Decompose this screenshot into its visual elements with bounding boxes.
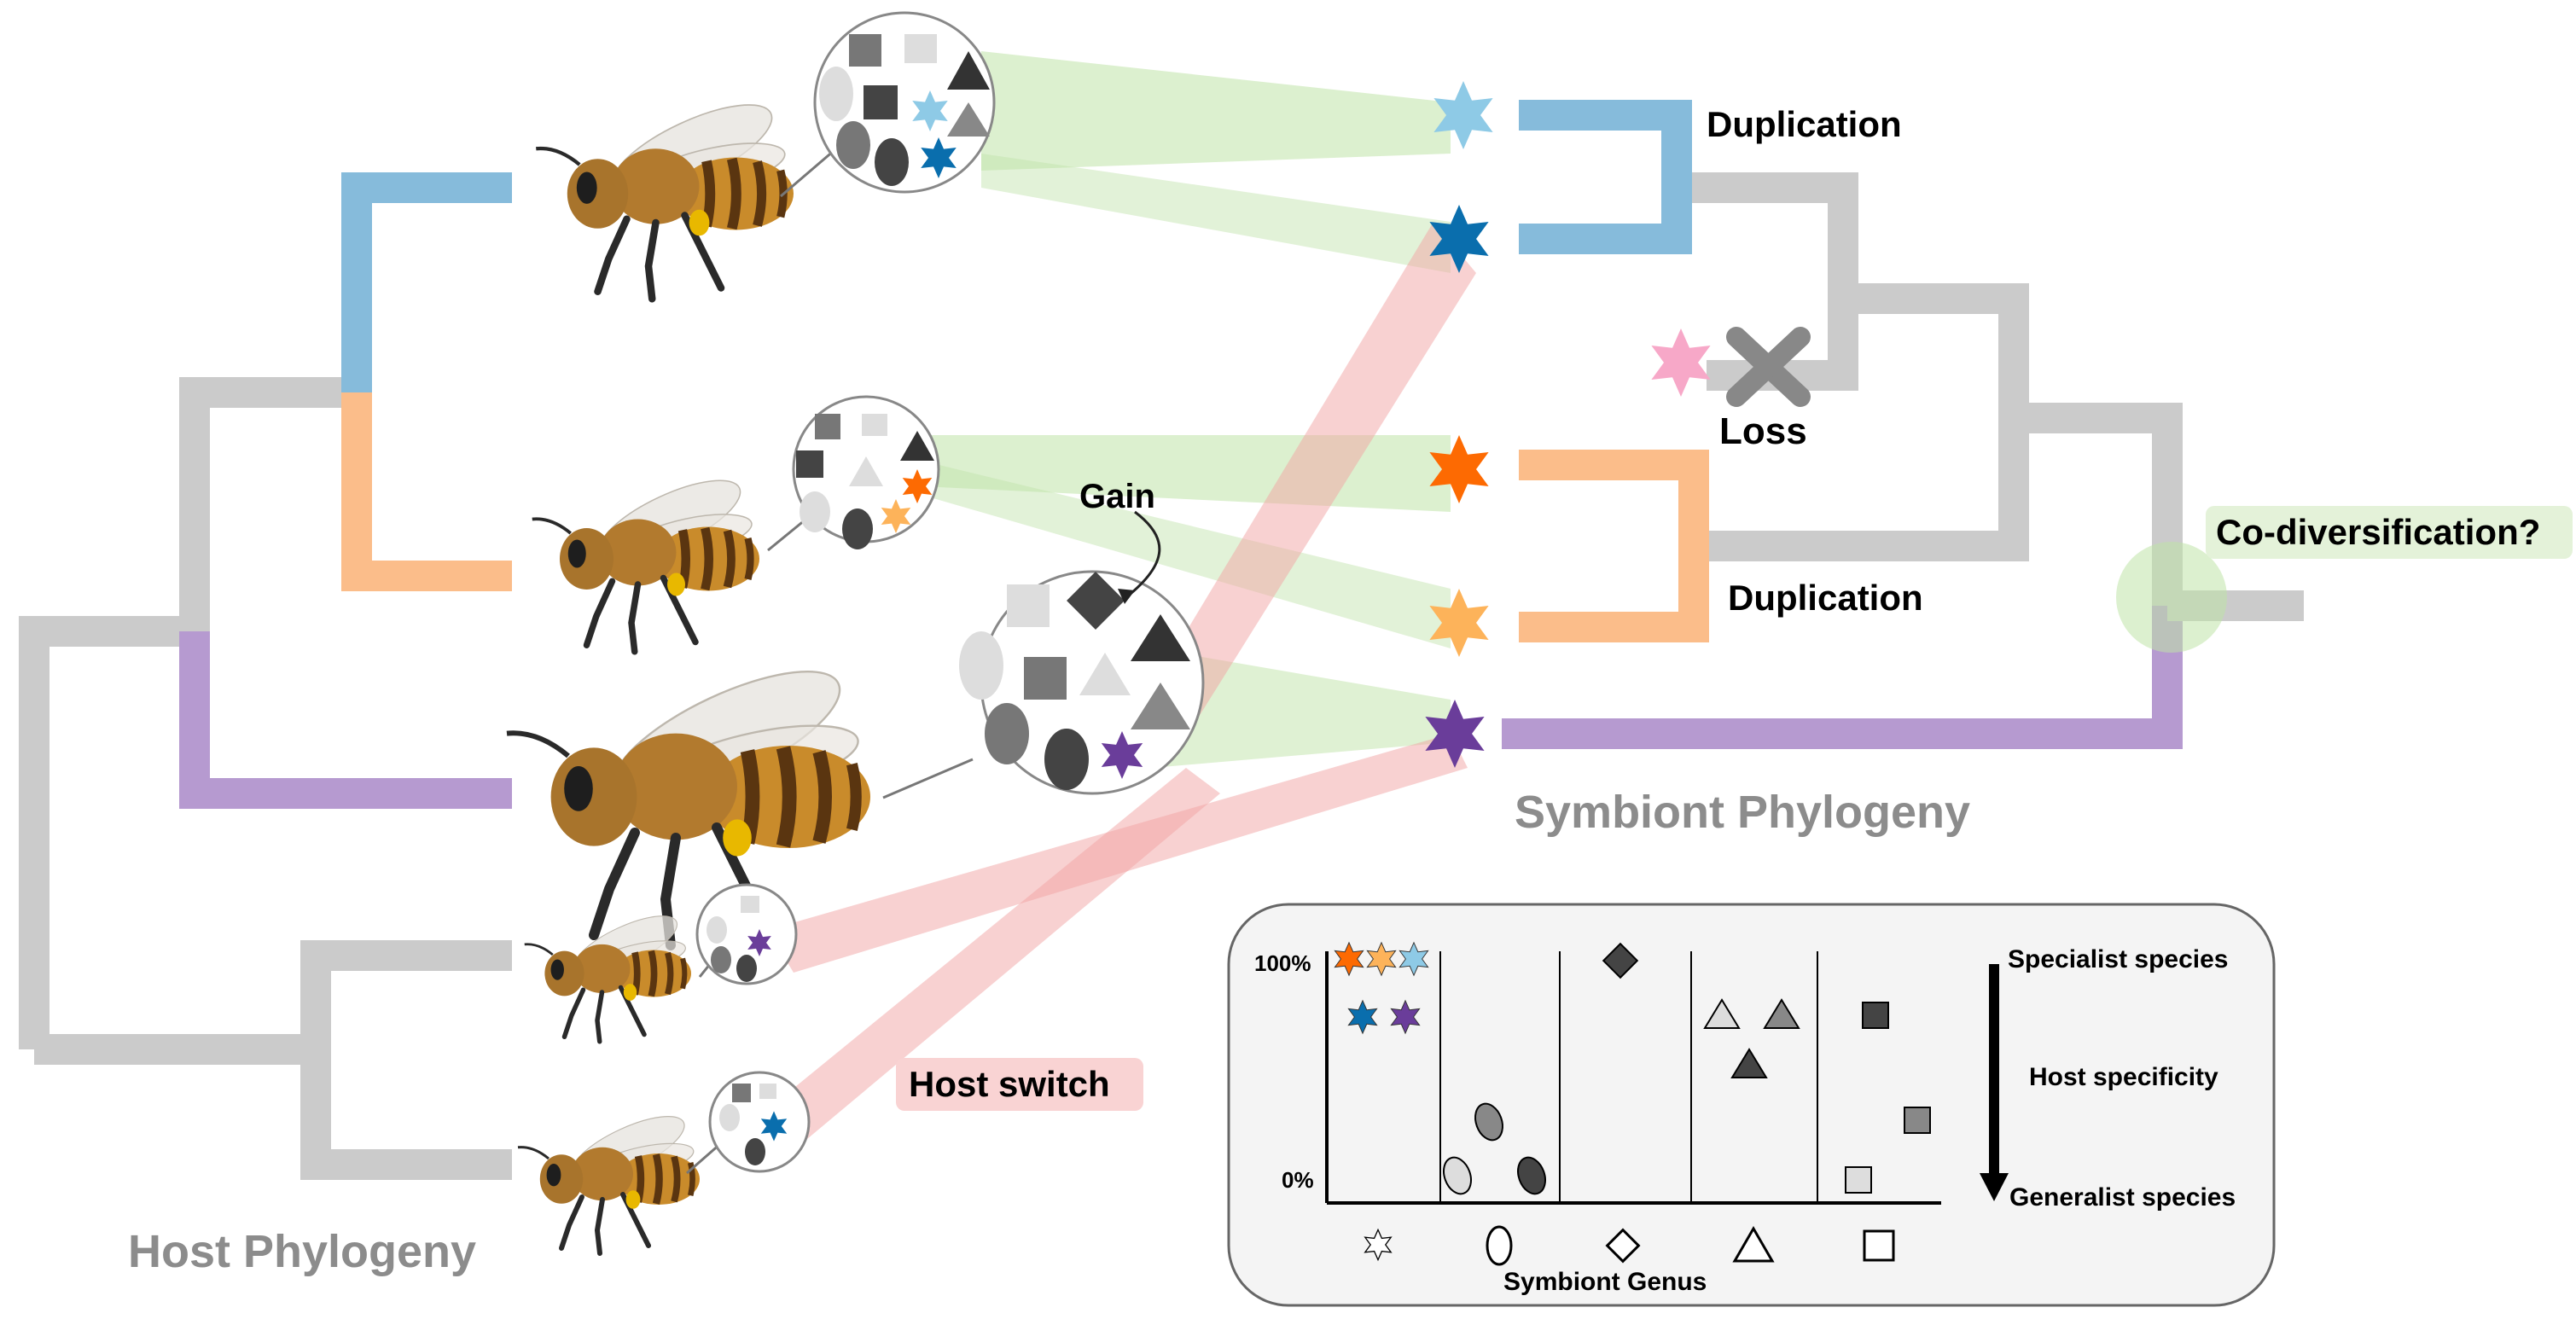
host-switch-label-bg [896, 1058, 1143, 1111]
host-phylogeny-tree [19, 172, 512, 1180]
legend-specialist: Specialist species [2008, 945, 2229, 973]
symbiont-phylogeny-label: Symbiont Phylogeny [1515, 787, 1970, 838]
host-bee-4 [525, 904, 691, 1042]
legend-y-top: 100% [1254, 950, 1311, 976]
duplication-label-top: Duplication [1707, 104, 1902, 144]
host-phylogeny-label: Host Phylogeny [128, 1226, 476, 1277]
microbiome-circle-2 [767, 395, 940, 552]
association-bands [768, 51, 1476, 1143]
gain-arrowhead [1118, 589, 1135, 604]
host-bee-1 [536, 87, 794, 299]
loss-label: Loss [1719, 410, 1807, 452]
microbiome-circle-4 [695, 883, 798, 985]
host-bee-2 [532, 465, 759, 652]
co-diversification-label-bg [2206, 506, 2573, 559]
host-specificity-legend: 100% 0% Symbiont Genus Specialist s [1227, 903, 2276, 1307]
legend-x-title: Symbiont Genus [1503, 1268, 1707, 1296]
co-diversification-node [2116, 542, 2227, 653]
symbiont-star-pink [1651, 328, 1711, 397]
gain-label: Gain [1079, 478, 1155, 515]
legend-host-specificity: Host specificity [2029, 1063, 2218, 1091]
microbiome-circle-1 [780, 11, 996, 198]
microbiome-circle-3 [882, 570, 1205, 799]
duplication-label-bottom: Duplication [1728, 578, 1923, 618]
gain-arrow [1125, 510, 1161, 599]
co-diversification-label: Co-diversification? [2216, 512, 2540, 552]
legend-generalist: Generalist species [2009, 1183, 2236, 1212]
x-mark-icon [1726, 327, 1811, 407]
host-bee-3 [507, 647, 870, 945]
host-bee-5 [518, 1104, 700, 1253]
host-switch-label: Host switch [909, 1064, 1110, 1104]
microbiome-circle-5 [686, 1071, 811, 1175]
legend-y-bottom: 0% [1282, 1167, 1314, 1193]
